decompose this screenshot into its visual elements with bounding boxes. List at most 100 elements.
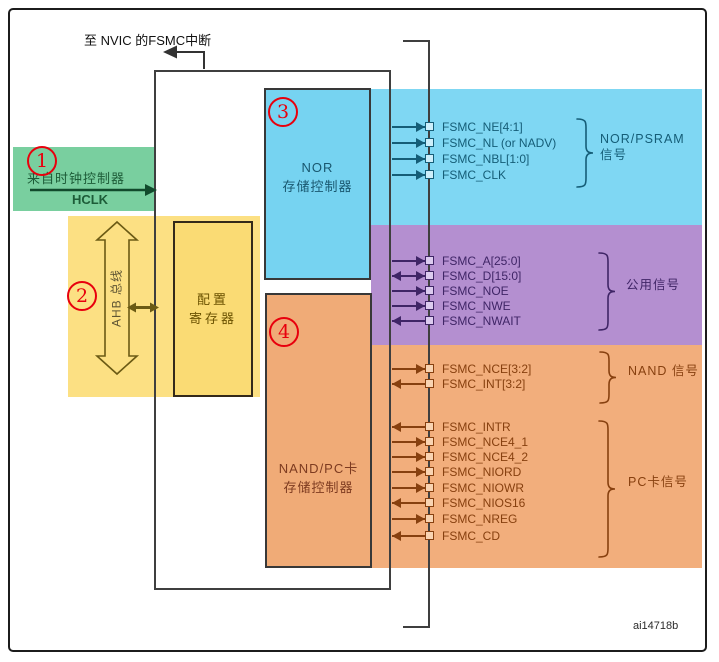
signal-row: FSMC_INTR — [392, 420, 692, 434]
signal-wire — [392, 383, 425, 385]
marker-3: 3 — [268, 97, 298, 127]
arrowhead-right-icon — [416, 364, 425, 374]
config-register-box: 配置 寄存器 — [173, 221, 253, 397]
signal-name-label: FSMC_NE[4:1] — [442, 120, 523, 134]
signal-row: FSMC_NREG — [392, 512, 692, 526]
signal-name-label: FSMC_CLK — [442, 167, 507, 182]
signal-name-label: FSMC_NIOS16 — [442, 496, 526, 510]
pin-square-icon — [425, 467, 434, 476]
signal-name-label: FSMC_NIORD — [442, 465, 522, 479]
pin-square-icon — [425, 153, 434, 163]
arrowhead-right-icon — [416, 452, 425, 462]
pin-square-icon — [425, 379, 434, 388]
signal-wire — [392, 502, 425, 504]
pin-square-icon — [425, 271, 434, 280]
pin-square-icon — [425, 169, 434, 179]
pin-square-icon — [425, 422, 434, 431]
pin-square-icon — [425, 513, 434, 523]
figure-frame — [8, 8, 707, 652]
arrowhead-right-icon — [416, 482, 425, 493]
signal-group-label: PC卡信号 — [628, 474, 688, 490]
nvic-interrupt-label: 至 NVIC 的FSMC中断 — [84, 33, 212, 48]
nand-controller-line1: NAND/PC卡 — [278, 461, 359, 476]
signal-name-label: FSMC_NBL[1:0] — [442, 151, 530, 166]
arrowhead-right-icon — [416, 285, 425, 296]
arrowhead-right-icon — [416, 138, 425, 148]
marker-2-digit: 2 — [75, 285, 89, 307]
marker-1-digit: 1 — [35, 150, 49, 172]
arrowhead-right-icon — [416, 437, 425, 447]
pin-square-icon — [425, 364, 434, 373]
signal-row: FSMC_NWAIT — [392, 314, 692, 328]
pin-square-icon — [425, 452, 434, 461]
pin-square-icon — [425, 437, 434, 446]
signal-wire — [392, 319, 425, 322]
arrowhead-right-icon — [416, 153, 425, 164]
signal-row: FSMC_NWE — [392, 299, 692, 313]
nor-controller-line2: 存储控制器 — [282, 179, 353, 194]
pin-square-icon — [425, 498, 434, 507]
clock-controller-label: 来自时钟控制器 — [26, 171, 125, 186]
signal-row: FSMC_INT[3:2] — [392, 377, 692, 391]
signal-name-label: FSMC_NIOWR — [442, 480, 524, 495]
signal-row: FSMC_CLK — [392, 168, 692, 182]
pin-square-icon — [425, 138, 434, 147]
signal-name-label: FSMC_NCE4_1 — [442, 435, 529, 449]
marker-4-digit: 4 — [277, 321, 291, 343]
signal-row: FSMC_NCE4_2 — [392, 450, 692, 464]
pin-square-icon — [425, 482, 434, 492]
signal-name-label: FSMC_NOE — [442, 283, 509, 298]
signal-name-label: FSMC_NWE — [442, 298, 511, 313]
arrowhead-right-icon — [416, 169, 425, 180]
signal-group-label-line: PC卡信号 — [628, 475, 688, 489]
ahb-bus-label: AHB 总线 — [109, 268, 124, 328]
signal-row: FSMC_NCE4_1 — [392, 435, 692, 449]
fsmc-block-outline — [154, 70, 391, 590]
pin-square-icon — [425, 285, 434, 295]
signal-row: FSMC_CD — [392, 529, 692, 543]
marker-1: 1 — [27, 146, 57, 176]
marker-2: 2 — [67, 281, 97, 311]
signal-group-label: NAND 信号 — [628, 363, 699, 379]
signal-name-label: FSMC_INT[3:2] — [442, 377, 526, 391]
marker-3-digit: 3 — [276, 101, 290, 123]
marker-4: 4 — [269, 317, 299, 347]
config-register-line2: 寄存器 — [188, 311, 237, 326]
figure-id-label: ai14718b — [633, 620, 679, 632]
pin-square-icon — [425, 315, 434, 325]
arrowhead-right-icon — [416, 271, 425, 281]
signal-group-label-line: NAND 信号 — [628, 364, 699, 378]
signal-name-label: FSMC_NCE4_2 — [442, 450, 529, 464]
hclk-label: HCLK — [71, 192, 109, 207]
arrowhead-right-icon — [416, 513, 425, 524]
signal-row: FSMC_NIOS16 — [392, 496, 692, 510]
arrowhead-right-icon — [416, 122, 425, 132]
signal-name-label: FSMC_NL (or NADV) — [442, 136, 557, 150]
signal-group-label-line: 公用信号 — [626, 278, 681, 292]
nor-controller-line1: NOR — [301, 160, 334, 175]
signal-wire — [392, 426, 425, 428]
signal-name-label: FSMC_NCE[3:2] — [442, 362, 532, 376]
signal-group-label: 公用信号 — [626, 277, 680, 293]
pin-square-icon — [425, 530, 434, 540]
signal-group-label-line: 信号 — [600, 148, 628, 162]
signal-name-label: FSMC_A[25:0] — [442, 254, 521, 268]
pin-square-icon — [425, 122, 434, 131]
arrowhead-right-icon — [416, 256, 425, 266]
signal-name-label: FSMC_NWAIT — [442, 313, 521, 328]
arrowhead-right-icon — [416, 300, 425, 311]
signal-name-label: FSMC_D[15:0] — [442, 269, 522, 283]
config-register-line1: 配置 — [196, 292, 229, 307]
nand-controller-line2: 存储控制器 — [283, 480, 354, 495]
arrowhead-right-icon — [416, 467, 425, 477]
signal-name-label: FSMC_CD — [442, 528, 501, 543]
signal-name-label: FSMC_INTR — [442, 420, 511, 434]
signal-name-label: FSMC_NREG — [442, 511, 518, 526]
pin-square-icon — [425, 300, 434, 310]
signal-wire — [392, 534, 425, 537]
signal-row: FSMC_A[25:0] — [392, 254, 692, 268]
pin-square-icon — [425, 256, 434, 265]
